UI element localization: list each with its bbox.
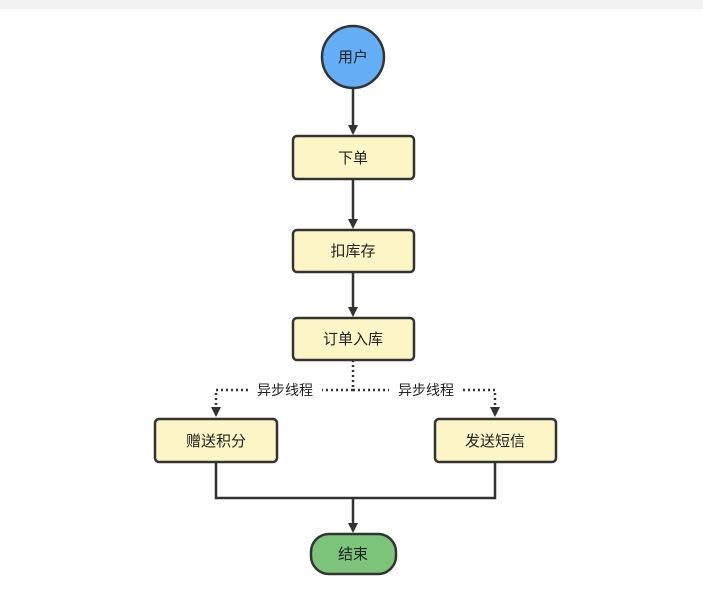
node-give-points-label: 赠送积分 (186, 432, 246, 450)
node-user-shape (320, 24, 386, 90)
node-user-label: 用户 (338, 48, 368, 66)
node-send-sms-shape (433, 417, 558, 464)
node-place-order: 下单 (291, 134, 416, 181)
async-label-right-bg (389, 379, 463, 401)
async-label-left: 异步线程 (257, 383, 313, 399)
node-place-order-shape (291, 134, 416, 181)
node-order-save-label: 订单入库 (323, 330, 383, 348)
node-place-order-label: 下单 (338, 149, 368, 167)
async-label-right: 异步线程 (398, 383, 454, 399)
node-order-save-shape (291, 316, 416, 362)
node-send-sms-label: 发送短信 (465, 432, 525, 450)
node-end-shape (309, 532, 398, 576)
node-deduct-stock: 扣库存 (291, 228, 416, 274)
edge-order-save-to-send-sms (353, 388, 500, 417)
node-deduct-stock-label: 扣库存 (330, 242, 375, 260)
node-end-label: 结束 (338, 545, 368, 563)
node-end: 结束 (309, 532, 398, 576)
edge-send-sms-to-merge (353, 462, 497, 500)
top-strip (0, 0, 703, 9)
node-give-points-shape (153, 417, 279, 464)
edge-give-points-to-merge (214, 462, 353, 500)
node-user: 用户 (320, 24, 386, 90)
async-label-left-bg (248, 379, 322, 401)
node-give-points: 赠送积分 (153, 417, 279, 464)
node-deduct-stock-shape (291, 228, 416, 274)
node-order-save: 订单入库 (291, 316, 416, 362)
edge-order-save-to-give-points (211, 360, 355, 417)
node-send-sms: 发送短信 (433, 417, 558, 464)
